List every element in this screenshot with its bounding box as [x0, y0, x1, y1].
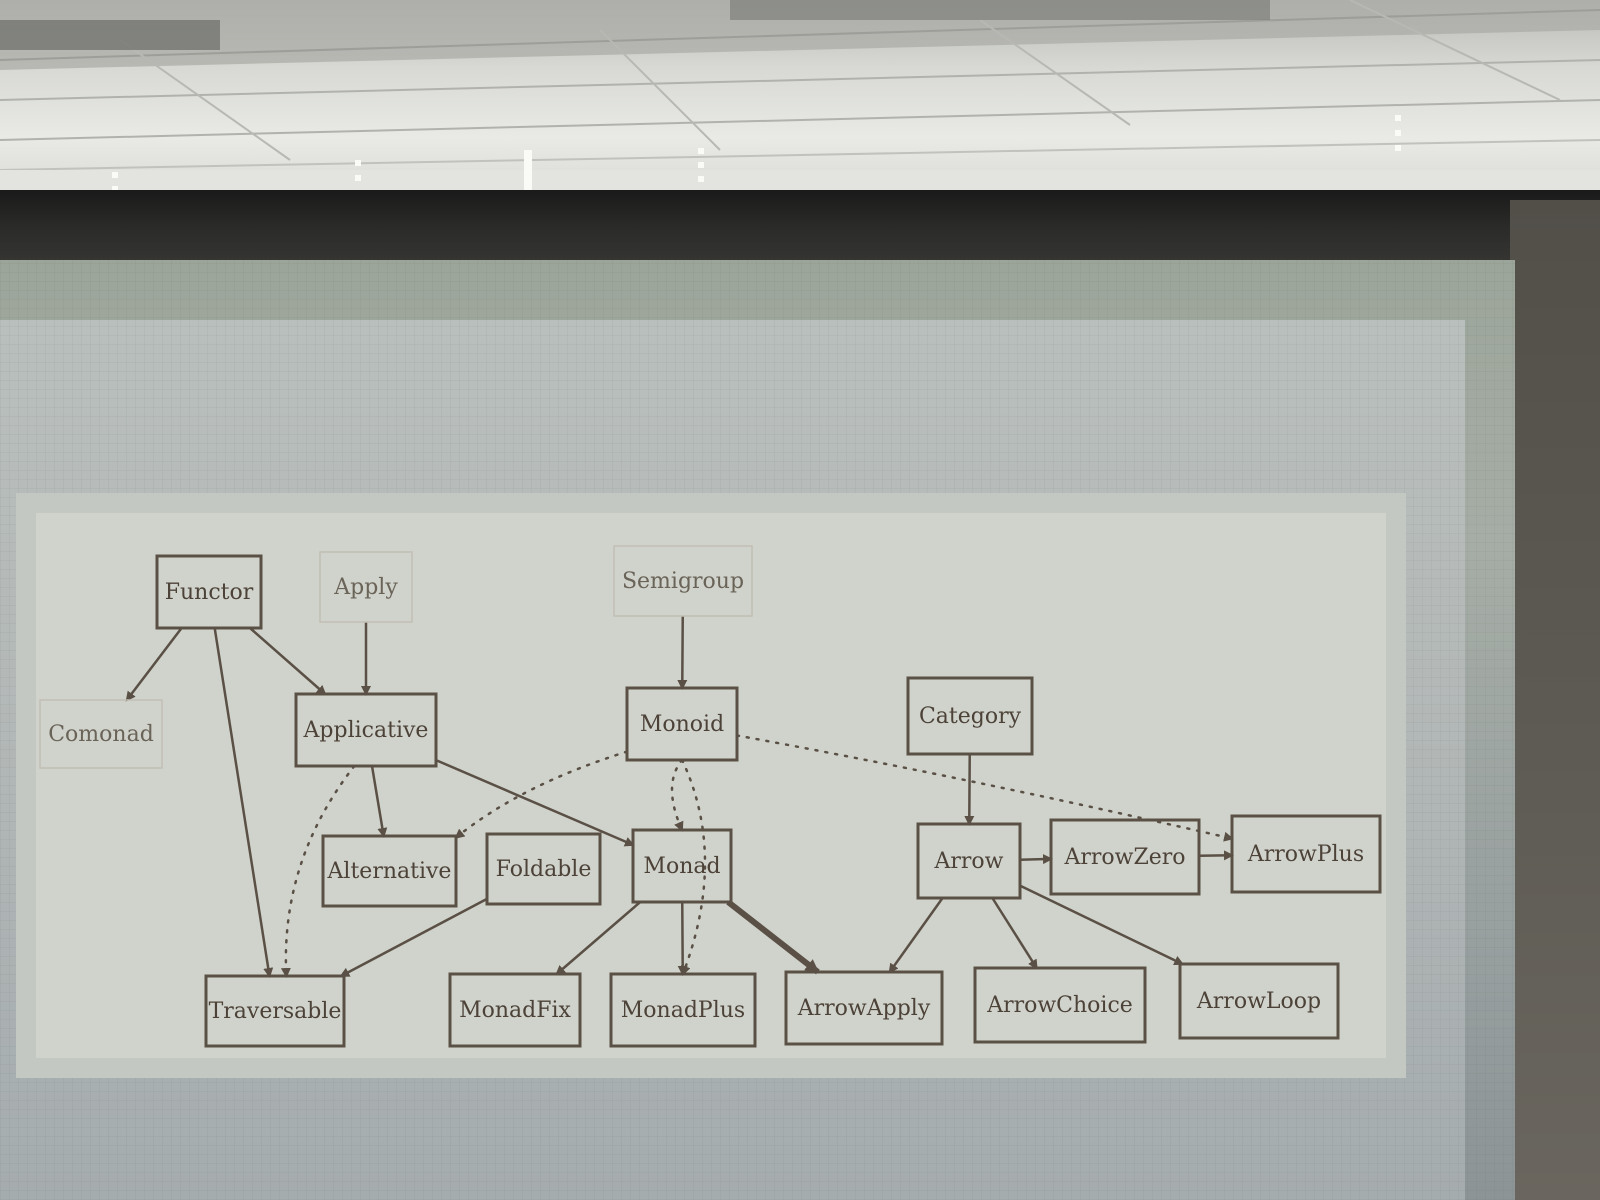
node-alternative: Alternative — [323, 836, 456, 906]
node-label-comonad: Comonad — [48, 722, 154, 747]
edge-applicative-to-alternative — [372, 766, 384, 836]
node-monadplus: MonadPlus — [611, 974, 755, 1046]
node-comonad: Comonad — [40, 700, 162, 768]
edge-arrow-to-arrowzero — [1020, 859, 1051, 860]
edge-functor-to-applicative — [250, 628, 325, 694]
node-apply: Apply — [320, 552, 412, 622]
node-arrowplus: ArrowPlus — [1232, 816, 1380, 892]
node-label-semigroup: Semigroup — [622, 569, 744, 594]
node-label-traversable: Traversable — [209, 999, 342, 1024]
edge-monad-to-arrowapply — [728, 902, 818, 972]
node-applicative: Applicative — [296, 694, 436, 766]
node-label-apply: Apply — [333, 575, 398, 600]
edge-foldable-to-traversable — [341, 899, 487, 976]
node-label-monadfix: MonadFix — [459, 998, 571, 1023]
node-label-arrowapply: ArrowApply — [797, 996, 931, 1021]
node-label-foldable: Foldable — [496, 857, 592, 882]
node-label-category: Category — [919, 704, 1022, 729]
edge-arrow-to-arrowapply — [890, 898, 943, 972]
node-label-arrowloop: ArrowLoop — [1196, 989, 1321, 1014]
node-monadfix: MonadFix — [450, 974, 580, 1046]
node-label-alternative: Alternative — [327, 859, 452, 884]
edge-semigroup-to-monoid — [682, 616, 683, 688]
node-label-arrowplus: ArrowPlus — [1247, 842, 1364, 867]
edge-applicative-to-monad — [436, 760, 633, 845]
node-arrowchoice: ArrowChoice — [975, 968, 1145, 1042]
node-arrowapply: ArrowApply — [786, 972, 942, 1044]
edge-monad-to-monadfix — [557, 902, 641, 974]
node-category: Category — [908, 678, 1032, 754]
node-label-arrowzero: ArrowZero — [1063, 845, 1185, 870]
node-label-functor: Functor — [165, 580, 254, 605]
edge-arrowzero-to-arrowplus — [1199, 855, 1232, 856]
node-label-monoid: Monoid — [640, 712, 724, 737]
node-arrowloop: ArrowLoop — [1180, 964, 1338, 1038]
node-foldable: Foldable — [487, 834, 600, 904]
edge-functor-to-comonad — [127, 628, 182, 700]
edge-arrow-to-arrowloop — [1020, 886, 1182, 964]
edges-layer — [127, 616, 1232, 976]
node-monad: Monad — [633, 830, 731, 902]
node-arrow: Arrow — [918, 824, 1020, 898]
edge-monad-to-monadplus — [682, 902, 683, 974]
node-label-applicative: Applicative — [303, 718, 429, 743]
node-traversable: Traversable — [206, 976, 344, 1046]
node-arrowzero: ArrowZero — [1051, 820, 1199, 894]
node-label-arrow: Arrow — [934, 849, 1004, 874]
node-label-monadplus: MonadPlus — [621, 998, 745, 1023]
node-label-arrowchoice: ArrowChoice — [986, 993, 1133, 1018]
edge-monoid-to-alternative — [456, 752, 627, 838]
edge-functor-to-traversable — [215, 628, 270, 976]
node-label-monad: Monad — [643, 854, 720, 879]
node-semigroup: Semigroup — [614, 546, 752, 616]
edge-monoid-to-monad — [672, 760, 682, 830]
node-monoid: Monoid — [627, 688, 737, 760]
node-functor: Functor — [157, 556, 261, 628]
edge-arrow-to-arrowchoice — [992, 898, 1036, 968]
